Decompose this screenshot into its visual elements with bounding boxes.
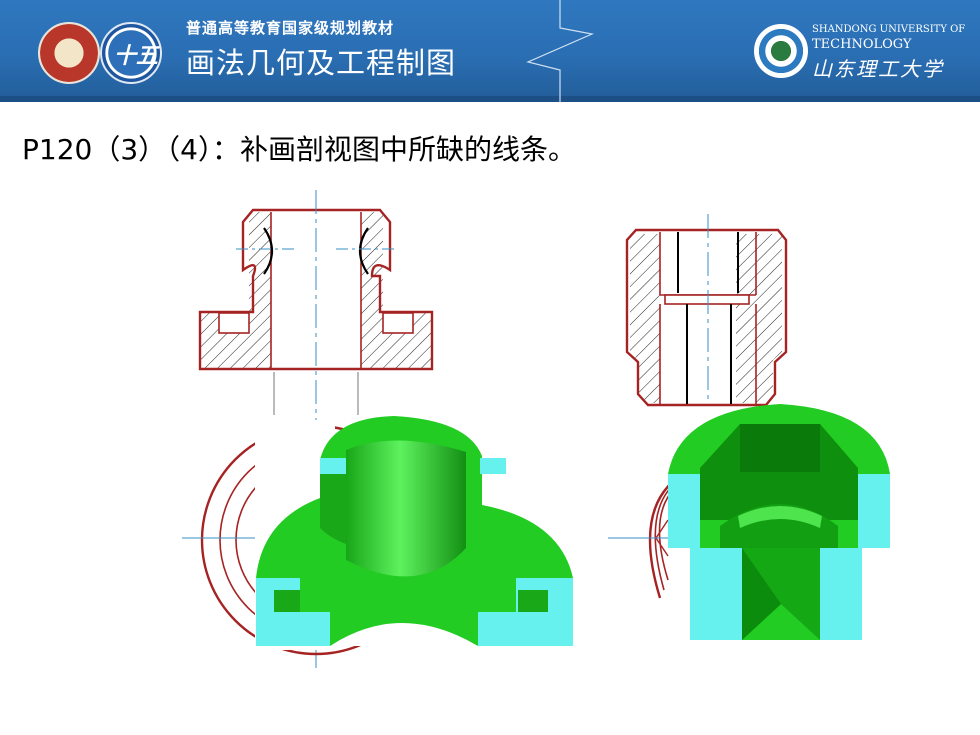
banner-stripe [0,96,980,102]
figure-3-outline [198,208,434,371]
header-banner: 十五 普通高等教育国家级规划教材 画法几何及工程制图 SHANDONG UNIV… [0,0,980,102]
figure-4-3d-model [668,404,890,640]
course-title: 画法几何及工程制图 [186,46,457,80]
exercise-heading: P120（3）（4）：补画剖视图中所缺的线条。 [22,133,576,166]
university-name-cn: 山东理工大学 [812,57,944,81]
university-name-en-line1: SHANDONG UNIVERSITY OF [812,24,966,35]
tenth-five-year-logo-icon: 十五 [100,22,162,84]
textbook-emblem-icon [38,22,100,84]
banner-subtitle: 普通高等教育国家级规划教材 [186,19,395,37]
university-seal-icon [754,24,808,78]
zigzag-divider [526,0,595,102]
logo-badge-text: 十五 [114,43,159,69]
figure-3-3d-model [255,416,573,650]
figure-4-section-view [608,214,788,599]
figure-4-outline [625,228,788,407]
figure-4-hatching [630,234,782,403]
university-name-en-line2: TECHNOLOGY [812,37,912,52]
